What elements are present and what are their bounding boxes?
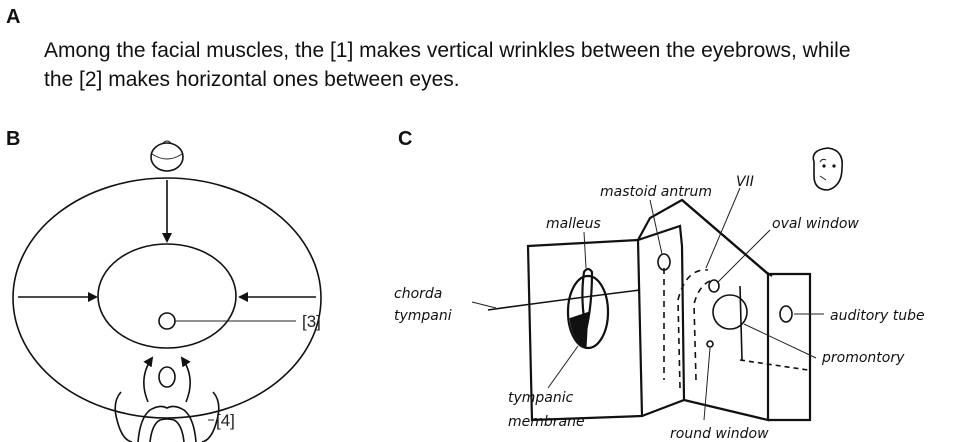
leader-vii <box>705 187 741 269</box>
leader-round <box>703 347 711 421</box>
face-orientation-icon <box>812 147 844 191</box>
tympanic-shading <box>569 311 589 349</box>
leader-tympanic <box>547 345 579 389</box>
leader-chorda <box>471 301 497 309</box>
panel-c-letter: C <box>398 128 413 150</box>
mastoid-antrum-hole <box>657 253 671 271</box>
head-orientation-icon <box>150 140 184 172</box>
label-promontory: promontory <box>821 350 905 366</box>
leader-promontory <box>743 323 817 359</box>
leader-malleus <box>583 231 587 269</box>
chorda-tympani-line <box>487 289 641 311</box>
leader-mastoid <box>649 199 663 255</box>
panel-b-letter: B <box>6 128 21 150</box>
label-mastoid-antrum: mastoid antrum <box>600 184 712 200</box>
panel-b-diagram: [3] [4] <box>12 140 322 442</box>
label-chorda-tympani-1: chorda <box>394 286 442 302</box>
label-4: [4] <box>216 411 235 430</box>
inner-oval <box>97 243 237 349</box>
oval-window-hole <box>708 279 720 293</box>
label-auditory-tube: auditory tube <box>830 308 925 324</box>
label-3: [3] <box>302 312 321 331</box>
box-inner-line <box>739 285 743 361</box>
panel-a-sentence: Among the facial muscles, the [1] makes … <box>44 36 954 94</box>
label-round-window: round window <box>670 426 769 442</box>
sentence-line-2: the [2] makes horizontal ones between ey… <box>44 68 460 91</box>
round-window-hole <box>706 340 714 348</box>
leader-oval <box>717 229 771 283</box>
label-tympanic-membrane-1: tympanic <box>508 390 574 406</box>
target-circle <box>158 312 176 330</box>
label-tympanic-membrane-2: membrane <box>508 414 585 430</box>
box-right-face <box>681 199 770 422</box>
promontory-circle <box>712 294 748 330</box>
label-malleus: malleus <box>546 216 601 232</box>
sentence-line-1: Among the facial muscles, the [1] makes … <box>44 39 851 62</box>
label-oval-window: oval window <box>772 216 859 232</box>
facial-canal-curve <box>677 269 709 389</box>
malleus-handle <box>581 267 594 331</box>
label-cranial-nerve-vii: VII <box>736 174 754 190</box>
box-dashed-edge <box>739 359 809 371</box>
tympanic-membrane <box>566 274 610 350</box>
label-chorda-tympani-2: tympani <box>394 308 452 324</box>
lower-structure <box>114 356 220 442</box>
box-back-face <box>768 272 812 422</box>
panel-a-letter: A <box>6 6 21 28</box>
facial-canal-curve-2 <box>693 279 715 381</box>
auditory-tube-hole <box>779 305 793 323</box>
box-middle-face <box>637 224 686 418</box>
panel-c-diagram: mastoid antrum VII malleus oval window c… <box>394 147 925 442</box>
outer-oval <box>12 177 322 419</box>
